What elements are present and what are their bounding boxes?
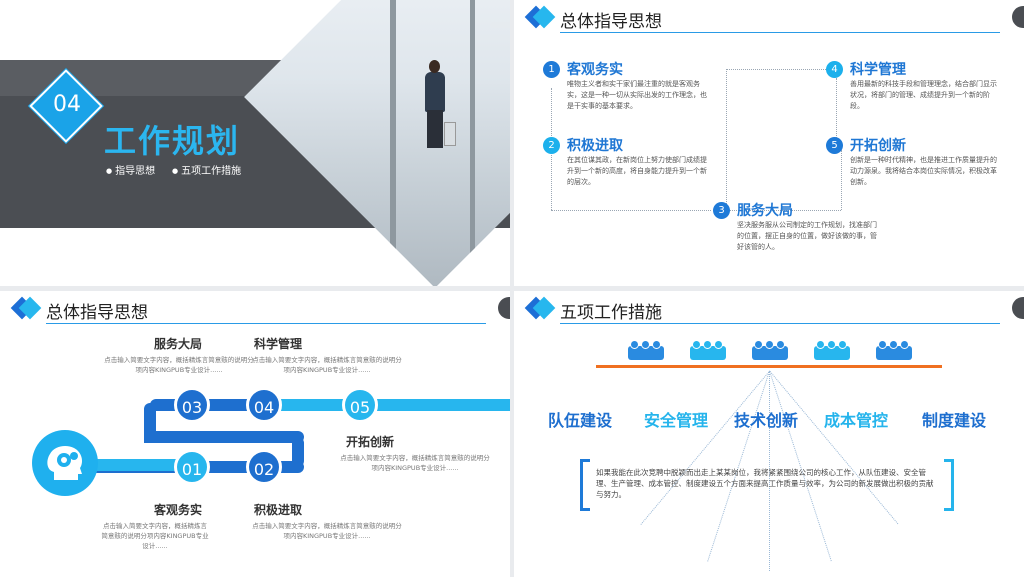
measures-paragraph: 如果我能在此次竞聘中脱颖而出走上某某岗位，我将紧紧围绕公司的核心工作，从队伍建设…: [596, 468, 934, 499]
step-text: 点击输入简要文字内容，概括精炼言简意赅的说明分项内容KINGPUB专业设计...…: [252, 356, 402, 374]
slide-header: 总体指导思想: [514, 5, 1024, 33]
slide-five-measures[interactable]: 五项工作措施 队伍建设 安全管理 技术创新 成本管控 制度建设 如果我能在此次竞…: [514, 291, 1024, 577]
slide-guiding-thought[interactable]: 总体指导思想 1 客观务实 唯物主义者和实干家们最注重的就是客观务实，这是一种一…: [514, 0, 1024, 286]
measure-label: 安全管理: [644, 411, 709, 430]
step-label: 科学管理: [254, 337, 303, 351]
measure-label: 成本管控: [824, 411, 889, 430]
step-label: 积极进取: [254, 503, 303, 517]
step-label: 服务大局: [154, 337, 203, 351]
slide-header: 五项工作措施: [514, 296, 1024, 324]
subitem-five-measures: 五项工作措施: [172, 162, 241, 177]
section-number: 04: [53, 92, 81, 117]
step-circle: 03: [174, 387, 210, 423]
slide-title: 总体指导思想: [46, 303, 148, 323]
step-text: 点击输入简要文字内容，概括精炼言简意赅的说明分项内容KINGPUB专业设计...…: [340, 454, 490, 472]
slide-header: 总体指导思想: [0, 296, 510, 324]
thinking-head-icon: [32, 430, 98, 496]
slide-section-cover[interactable]: 04 工作规划 指导思想 五项工作措施: [0, 0, 510, 286]
step-text: 点击输入简要文字内容，概括精炼言简意赅的说明分项内容KINGPUB专业设计...…: [252, 522, 402, 540]
step-circle: 01: [174, 449, 210, 485]
step-circle: 02: [246, 449, 282, 485]
step-text: 点击输入简要文字内容，概括精炼言简意赅的说明分项内容KINGPUB专业设计...…: [101, 522, 209, 550]
step-circle: 04: [246, 387, 282, 423]
measure-label: 技术创新: [734, 411, 799, 430]
section-title: 工作规划: [104, 122, 241, 160]
team-icon: [626, 338, 666, 362]
slide-title: 五项工作措施: [560, 303, 662, 323]
step-text: 点击输入简要文字内容，概括精炼言简意赅的说明分项内容KINGPUB专业设计...…: [104, 356, 254, 374]
team-icon: [874, 338, 914, 362]
left-bracket: [580, 459, 590, 511]
measure-label: 制度建设: [922, 411, 987, 430]
team-icon: [688, 338, 728, 362]
step-circle: 05: [342, 387, 378, 423]
team-icon: [812, 338, 852, 362]
subitem-guiding-thought: 指导思想: [106, 162, 155, 177]
step-label: 开拓创新: [346, 435, 395, 449]
team-icon: [750, 338, 790, 362]
right-bracket: [944, 459, 954, 511]
measure-label: 队伍建设: [548, 411, 613, 430]
slide-guiding-thought-flow[interactable]: 总体指导思想 03 04 05 01 02 服务大局 点击输入简要文字内容，概括…: [0, 291, 510, 577]
slide-title: 总体指导思想: [560, 12, 662, 32]
step-label: 客观务实: [154, 503, 203, 517]
orange-divider: [596, 365, 942, 368]
